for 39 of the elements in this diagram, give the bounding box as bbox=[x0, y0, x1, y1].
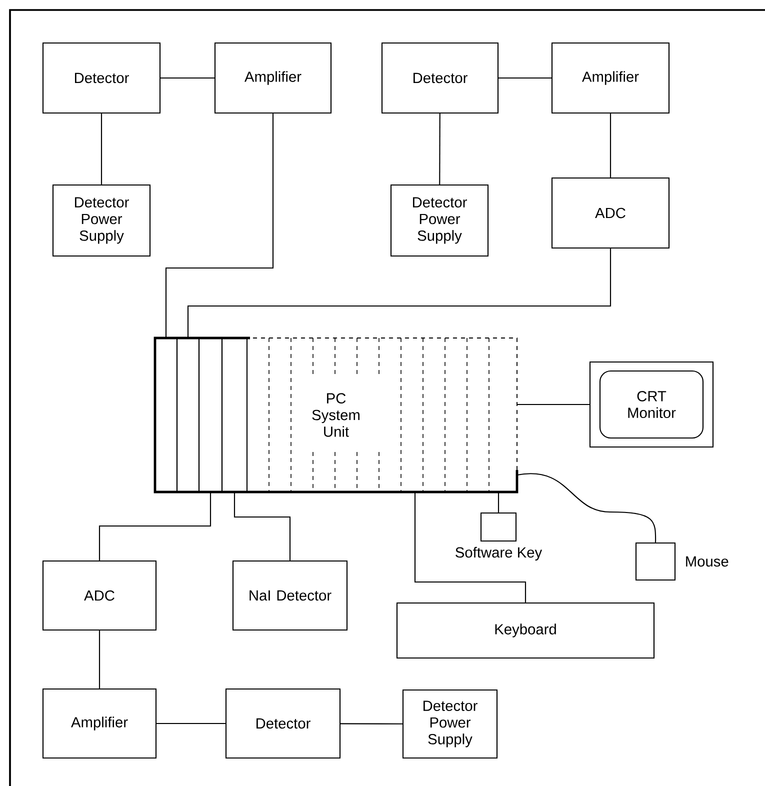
connector-line bbox=[414, 492, 526, 603]
card-slot bbox=[154, 337, 178, 493]
connector-line bbox=[98, 492, 212, 561]
adc-box: ADC bbox=[42, 560, 157, 631]
connector-line bbox=[516, 473, 656, 544]
monitor-box: CRT Monitor bbox=[589, 361, 714, 448]
pc-system-unit: PC System Unit bbox=[154, 336, 518, 494]
detector-box: Detector bbox=[381, 42, 499, 114]
connector-line bbox=[100, 113, 102, 185]
connector-line bbox=[98, 630, 100, 689]
software-key-box: Software Key bbox=[456, 512, 542, 561]
amplifier-box: Amplifier bbox=[214, 42, 332, 114]
connector-line bbox=[234, 492, 291, 561]
connector-line bbox=[439, 113, 440, 185]
keyboard-box: Keyboard bbox=[396, 602, 655, 659]
power-supply-box: Detector Power Supply bbox=[52, 184, 151, 257]
connector-line bbox=[498, 492, 500, 513]
connector-line bbox=[156, 722, 226, 724]
connector-line bbox=[165, 113, 274, 338]
node-label: Mouse bbox=[686, 556, 728, 567]
connector-line bbox=[498, 77, 552, 79]
detector-box: Detector bbox=[42, 42, 161, 114]
detector-box: NaI Detector bbox=[232, 560, 348, 631]
amplifier-box: Amplifier bbox=[42, 688, 157, 759]
node-label: Software Key bbox=[456, 546, 542, 561]
adc-box: ADC bbox=[551, 177, 670, 249]
connector-line bbox=[340, 723, 403, 724]
detector-box: Detector bbox=[225, 688, 341, 759]
card-slot bbox=[198, 337, 223, 493]
mouse-box: Mouse bbox=[635, 542, 728, 581]
amplifier-box: Amplifier bbox=[551, 42, 670, 114]
power-supply-box: Detector Power Supply bbox=[390, 184, 489, 257]
connector-line bbox=[517, 404, 590, 406]
connector-line bbox=[160, 77, 215, 79]
card-slot bbox=[176, 337, 200, 493]
power-supply-box: Detector Power Supply bbox=[402, 689, 498, 759]
card-slot bbox=[221, 337, 248, 493]
connector-line bbox=[610, 113, 612, 178]
connector-line bbox=[187, 248, 612, 338]
